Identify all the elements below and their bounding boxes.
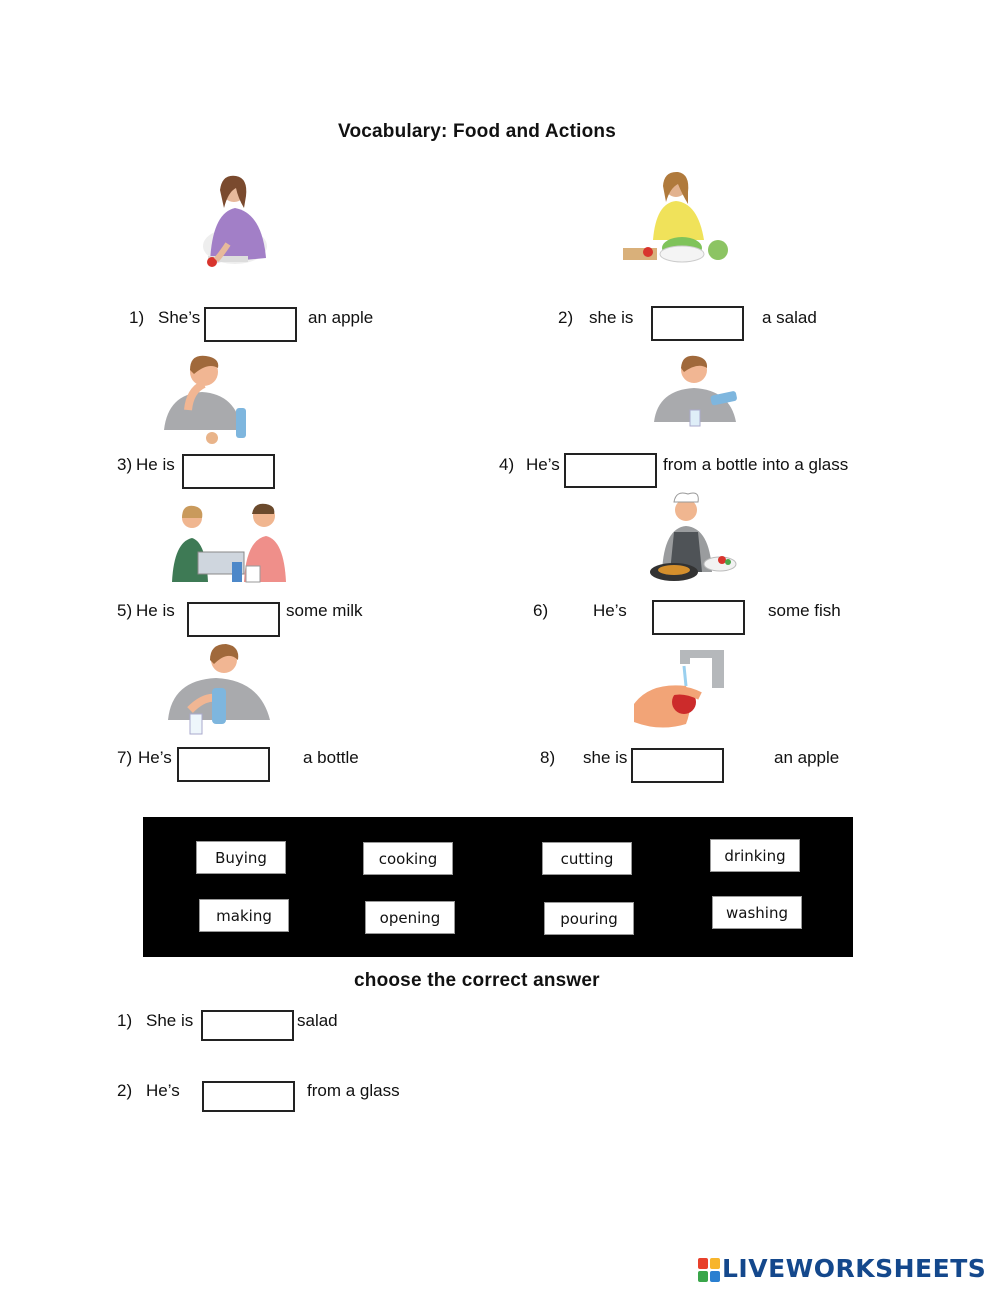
- word-bank: Buying cooking cutting drinking making o…: [143, 817, 853, 957]
- word-chip-washing[interactable]: washing: [712, 896, 802, 929]
- item-8-suffix: an apple: [774, 748, 840, 767]
- item-5-suffix: some milk: [286, 601, 363, 620]
- item-8-number: 8): [540, 748, 556, 767]
- item-2-suffix: a salad: [762, 308, 817, 327]
- item-6-answer-box[interactable]: [652, 600, 745, 635]
- question-2-suffix: from a glass: [307, 1081, 400, 1100]
- question-1-answer-box[interactable]: [201, 1010, 294, 1041]
- logo-tiles-icon: [698, 1258, 720, 1282]
- item-4-answer-box[interactable]: [564, 453, 657, 488]
- question-2-answer-box[interactable]: [202, 1081, 295, 1112]
- item-1-prefix: She’s: [158, 308, 201, 327]
- item-8-prefix: she is: [583, 748, 628, 767]
- question-1-prefix: She is: [146, 1011, 194, 1030]
- page-title: Vocabulary: Food and Actions: [338, 121, 616, 142]
- word-chip-cooking[interactable]: cooking: [363, 842, 453, 875]
- item-1-answer-box[interactable]: [204, 307, 297, 342]
- item-2-answer-box[interactable]: [651, 306, 744, 341]
- item-2-number: 2): [558, 308, 574, 327]
- word-chip-making[interactable]: making: [199, 899, 289, 932]
- item-6-number: 6): [533, 601, 549, 620]
- item-3-prefix: He is: [136, 455, 175, 474]
- woman-making-salad-illustration: [623, 171, 728, 263]
- word-chip-opening[interactable]: opening: [365, 901, 455, 934]
- word-chip-cutting[interactable]: cutting: [542, 842, 632, 875]
- item-4-suffix: from a bottle into a glass: [663, 455, 849, 474]
- item-7-suffix: a bottle: [303, 748, 359, 767]
- item-7-prefix: He’s: [138, 748, 172, 767]
- word-chip-drinking[interactable]: drinking: [710, 839, 800, 872]
- question-1-number: 1): [117, 1011, 133, 1030]
- washing-apple-illustration: [634, 650, 724, 728]
- word-chip-pouring[interactable]: pouring: [544, 902, 634, 935]
- section-2-title: choose the correct answer: [354, 970, 600, 991]
- item-6-prefix: He’s: [593, 601, 627, 620]
- logo-text: LIVEWORKSHEETS: [722, 1254, 987, 1283]
- word-chip-buying[interactable]: Buying: [196, 841, 286, 874]
- man-drinking-illustration: [164, 355, 246, 444]
- question-2-prefix: He’s: [146, 1081, 180, 1100]
- woman-cutting-apple-illustration: [203, 175, 267, 267]
- item-3-number: 3): [117, 455, 133, 474]
- man-pouring-water-illustration: [654, 355, 737, 427]
- liveworksheets-logo: LIVEWORKSHEETS: [698, 1254, 994, 1286]
- item-7-number: 7): [117, 748, 133, 767]
- item-7-answer-box[interactable]: [177, 747, 270, 782]
- question-2-number: 2): [117, 1081, 133, 1100]
- item-3-answer-box[interactable]: [182, 454, 275, 489]
- man-opening-bottle-illustration: [168, 644, 270, 735]
- item-5-prefix: He is: [136, 601, 175, 620]
- chef-cooking-fish-illustration: [650, 492, 737, 581]
- item-5-number: 5): [117, 601, 133, 620]
- item-5-answer-box[interactable]: [187, 602, 280, 637]
- question-1-suffix: salad: [297, 1011, 338, 1030]
- item-1-suffix: an apple: [308, 308, 374, 327]
- item-6-suffix: some fish: [768, 601, 841, 620]
- buying-milk-illustration: [172, 503, 286, 583]
- item-4-prefix: He’s: [526, 455, 560, 474]
- item-8-answer-box[interactable]: [631, 748, 724, 783]
- item-2-prefix: she is: [589, 308, 634, 327]
- item-1-number: 1): [129, 308, 145, 327]
- item-4-number: 4): [499, 455, 515, 474]
